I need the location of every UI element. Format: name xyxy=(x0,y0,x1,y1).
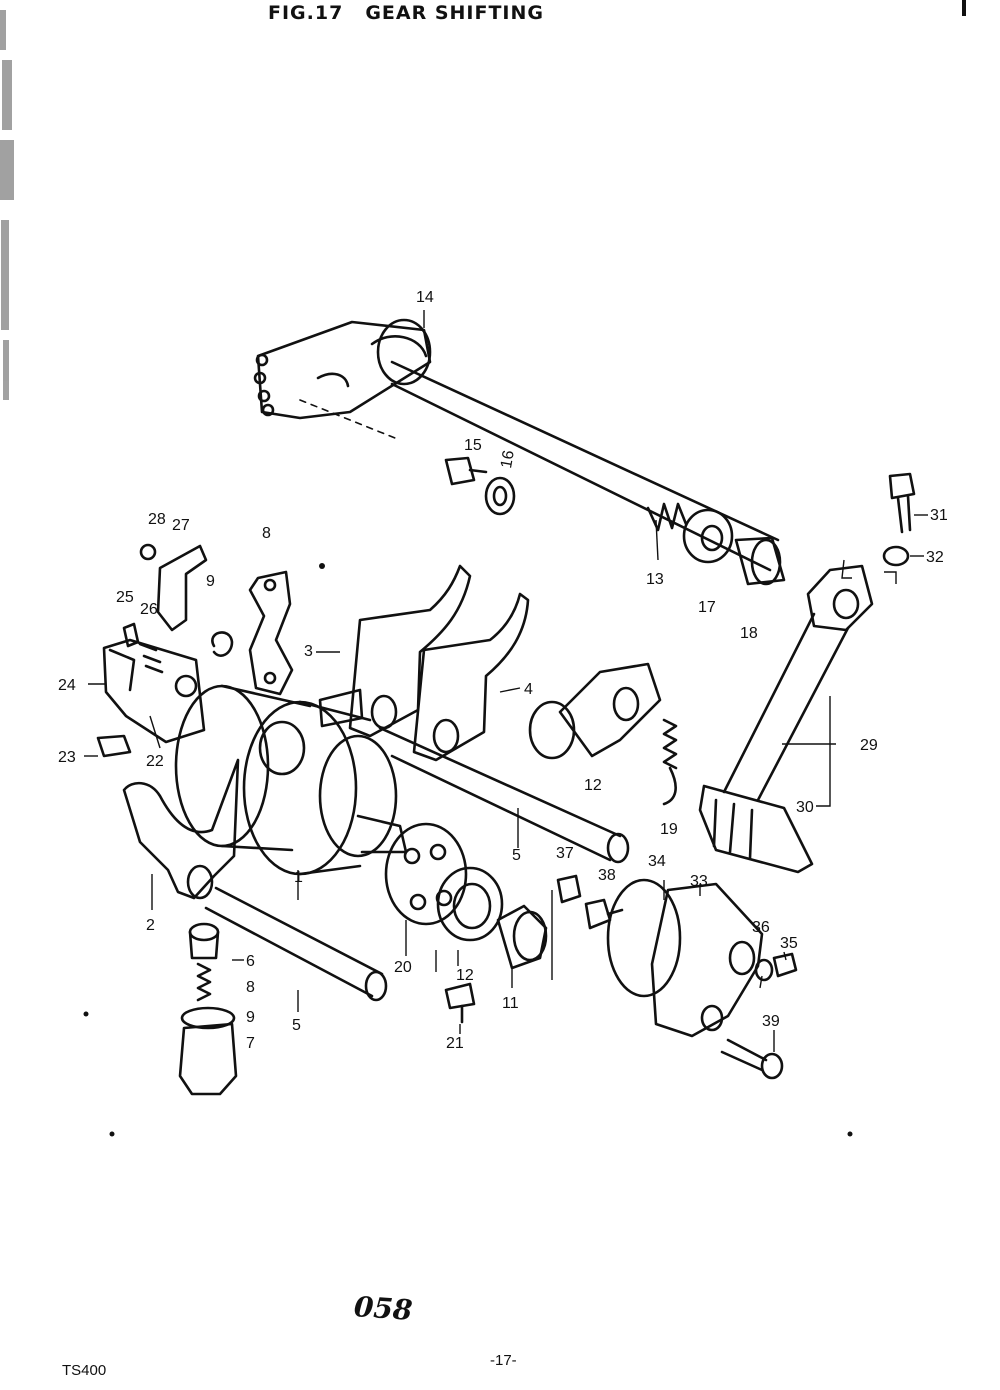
callout-16: 14 xyxy=(416,289,434,306)
gear-shift-shaft xyxy=(253,318,780,572)
gear-shift-cover xyxy=(650,882,764,1038)
stopper-spring xyxy=(196,962,212,1002)
lever-bolt xyxy=(888,472,916,534)
shift-fork-3 xyxy=(318,564,472,738)
gear-shift-cam xyxy=(174,684,408,876)
bolt-washer xyxy=(484,476,516,516)
fork-shaft-upper xyxy=(378,726,630,864)
stopper-plug xyxy=(178,1022,238,1096)
cover-bolt xyxy=(720,1038,784,1080)
cam-gear-washer xyxy=(436,866,504,942)
callout-14: 12 xyxy=(584,777,602,794)
callout-11: 9 xyxy=(206,573,215,590)
callout-19: 17 xyxy=(698,599,716,616)
callout-labels: 14 15 16 13 17 18 31 32 29 30 3 4 12 19 … xyxy=(58,289,948,1052)
scan-specks xyxy=(83,0,966,1137)
figure-number: FIG.17 xyxy=(268,2,344,24)
callout-38: 36 xyxy=(752,919,770,936)
return-spring xyxy=(662,718,678,806)
callout-1: 1 xyxy=(294,869,303,886)
callout-20: 18 xyxy=(740,625,758,642)
stopper-pin xyxy=(188,922,220,960)
cam-guide xyxy=(528,662,662,760)
callout-6: 6 xyxy=(246,953,255,970)
pawl-plate xyxy=(248,570,294,696)
callout-21: 19 xyxy=(660,821,678,838)
callout-10: 8 xyxy=(262,525,271,542)
callout-33: 31 xyxy=(930,507,948,524)
lever-washer xyxy=(882,545,910,567)
callout-22: 20 xyxy=(394,959,412,976)
o-ring xyxy=(606,878,682,998)
shift-fork-2 xyxy=(122,758,240,900)
callout-41: 39 xyxy=(762,1013,780,1030)
callout-9: 9 xyxy=(246,1009,255,1026)
callout-18: 16 xyxy=(498,449,518,470)
figure-title: FIG.17 GEAR SHIFTING xyxy=(268,2,566,24)
gearshift-lever xyxy=(722,564,874,802)
stopper-plate xyxy=(139,543,208,632)
stopper-bolt xyxy=(444,456,488,486)
callout-8: 8 xyxy=(246,979,255,996)
callout-4: 4 xyxy=(524,681,533,698)
callout-27: 25 xyxy=(116,589,134,606)
cam-driven-gear xyxy=(384,822,468,926)
fork-shaft-lower xyxy=(204,886,388,1002)
cam-bearing xyxy=(496,904,548,970)
shaft-collar xyxy=(734,536,786,586)
callout-36: 34 xyxy=(648,853,666,870)
cover-screw xyxy=(772,952,798,978)
callout-40: 38 xyxy=(598,867,616,884)
callout-5-lower: 5 xyxy=(292,1017,301,1034)
shift-fork-4 xyxy=(412,592,530,762)
oil-seal-washer xyxy=(682,508,734,564)
page-number: -17- xyxy=(490,1352,517,1369)
callout-25: 23 xyxy=(58,749,76,766)
switch-plug xyxy=(96,734,132,758)
callout-26: 24 xyxy=(58,677,76,694)
callout-32: 30 xyxy=(796,799,814,816)
callout-17: 15 xyxy=(464,437,482,454)
model-code: TS400 xyxy=(62,1362,107,1379)
oil-seal-screw xyxy=(584,898,624,930)
callout-39: 37 xyxy=(556,845,574,862)
callout-28: 26 xyxy=(140,601,158,618)
leader-lines xyxy=(84,310,928,1052)
lever-rubber xyxy=(698,784,814,874)
callout-12: 12 xyxy=(456,967,474,984)
callout-34: 32 xyxy=(926,549,944,566)
callout-29: 27 xyxy=(172,517,190,534)
gear-pin xyxy=(556,874,582,904)
callout-3: 3 xyxy=(304,643,313,660)
callout-15: 13 xyxy=(646,571,664,588)
callout-13: 11 xyxy=(502,995,519,1012)
callout-24: 22 xyxy=(146,753,164,770)
switch-pin xyxy=(122,622,164,674)
gasket xyxy=(180,1006,236,1030)
callout-31: 29 xyxy=(860,737,878,754)
callout-7: 7 xyxy=(246,1035,255,1052)
callout-35: 33 xyxy=(690,873,708,890)
callout-23: 21 xyxy=(446,1035,464,1052)
handwritten-note: 058 xyxy=(352,1290,414,1327)
cover-washer xyxy=(754,958,774,982)
scan-noise xyxy=(0,10,14,400)
retaining-clip xyxy=(211,631,234,657)
callout-37: 35 xyxy=(780,935,798,952)
gear-screw xyxy=(444,982,476,1024)
figure-name: GEAR SHIFTING xyxy=(365,2,544,24)
callout-2: 2 xyxy=(146,917,155,934)
callout-30: 28 xyxy=(148,511,166,528)
callout-5-upper: 5 xyxy=(512,847,521,864)
